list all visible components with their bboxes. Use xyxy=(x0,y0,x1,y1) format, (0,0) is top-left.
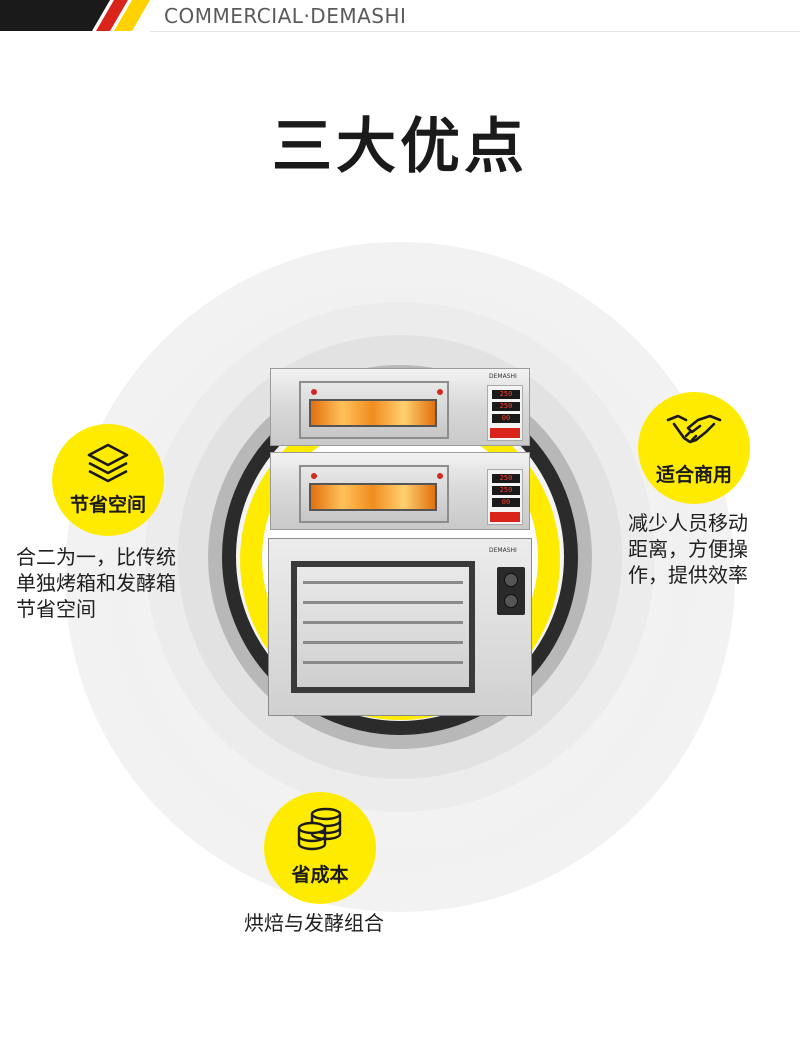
brand-plate: DEMASHI xyxy=(489,547,517,554)
oven-window xyxy=(309,399,437,427)
dial-knob xyxy=(504,594,518,608)
power-strip xyxy=(490,512,520,522)
feature-space-badge: 节省空间 xyxy=(52,424,164,536)
page-title: 三大优点 xyxy=(272,112,528,182)
tray-rack xyxy=(303,641,463,644)
control-panel: 250 250 00 xyxy=(487,469,523,525)
proofer-window xyxy=(291,561,475,693)
tray-rack xyxy=(303,581,463,584)
feature-cost-badge: 省成本 xyxy=(264,792,376,904)
power-strip xyxy=(490,428,520,438)
temp-display: 250 xyxy=(492,486,520,495)
feature-cost-label: 省成本 xyxy=(291,864,349,886)
proofer-control xyxy=(497,567,525,615)
brand-plate: DEMASHI xyxy=(489,373,517,380)
feature-space-label: 节省空间 xyxy=(69,494,146,516)
desc-line: 节省空间 xyxy=(16,597,96,621)
handshake-icon xyxy=(666,414,722,444)
temp-display: 250 xyxy=(492,402,520,411)
desc-line: 单独烤箱和发酵箱 xyxy=(16,571,176,595)
timer-display: 00 xyxy=(492,498,520,507)
tray-rack xyxy=(303,621,463,624)
oven-window xyxy=(309,483,437,511)
tray-rack xyxy=(303,661,463,664)
dial-knob xyxy=(504,573,518,587)
tray-rack xyxy=(303,601,463,604)
feature-commercial-badge: 适合商用 xyxy=(638,392,750,504)
deck-oven-bottom: 250 250 00 xyxy=(270,452,530,530)
oven-product-image: DEMASHI 250 250 00 250 250 00 DEMASHI xyxy=(268,366,532,716)
coins-icon xyxy=(297,807,342,851)
temp-display: 250 xyxy=(492,474,520,483)
desc-line: 烘焙与发酵组合 xyxy=(244,911,384,935)
feature-commercial-desc: 减少人员移动 距离，方便操 作，提供效率 xyxy=(628,510,778,588)
timer-display: 00 xyxy=(492,414,520,423)
desc-line: 距离，方便操 xyxy=(628,537,748,561)
deck-oven-top: DEMASHI 250 250 00 xyxy=(270,368,530,446)
feature-cost-desc: 烘焙与发酵组合 xyxy=(244,910,444,936)
door-handle-dot xyxy=(437,389,443,395)
door-handle-dot xyxy=(437,473,443,479)
door-handle-dot xyxy=(311,389,317,395)
desc-line: 作，提供效率 xyxy=(628,563,748,587)
desc-line: 减少人员移动 xyxy=(628,511,748,535)
brand-name: COMMERCIAL·DEMASHI xyxy=(164,4,407,28)
proofer-cabinet: DEMASHI xyxy=(268,538,532,716)
header-divider xyxy=(150,31,800,32)
header-stripes xyxy=(0,0,150,31)
door-handle-dot xyxy=(311,473,317,479)
layers-icon xyxy=(87,443,129,483)
feature-commercial-label: 适合商用 xyxy=(655,464,732,486)
desc-line: 合二为一，比传统 xyxy=(16,545,176,569)
feature-space-desc: 合二为一，比传统 单独烤箱和发酵箱 节省空间 xyxy=(16,544,206,622)
control-panel: 250 250 00 xyxy=(487,385,523,441)
temp-display: 250 xyxy=(492,390,520,399)
